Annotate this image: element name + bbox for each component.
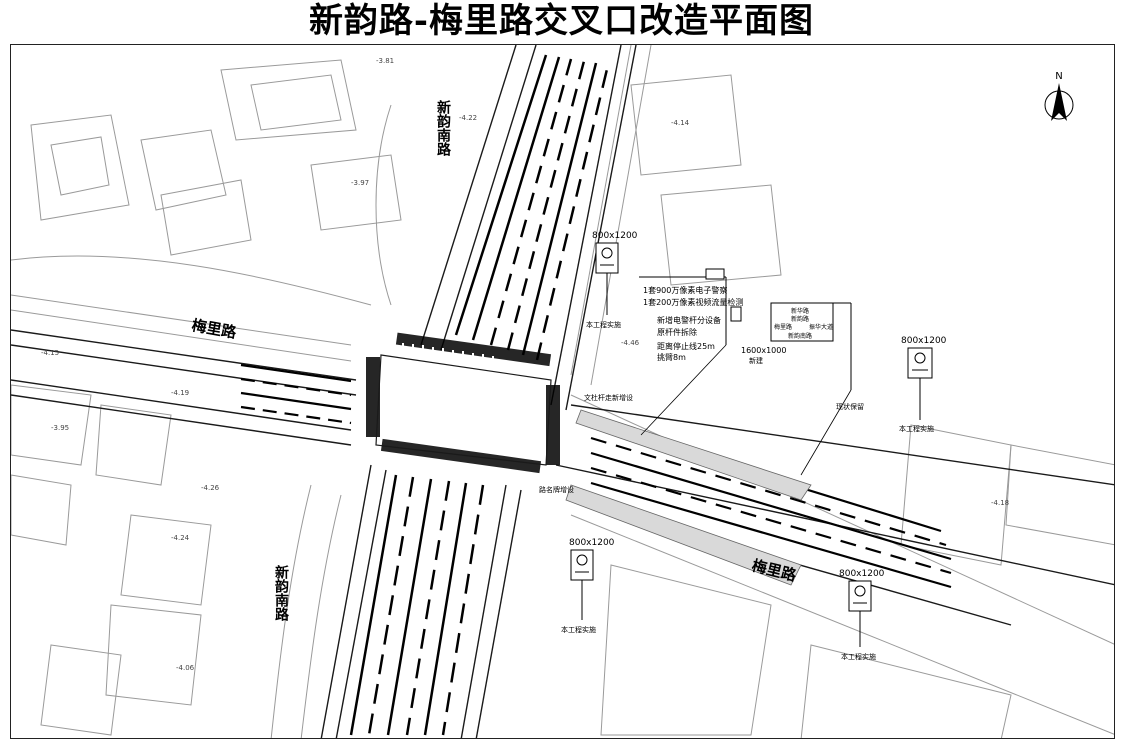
sign-size-label: 800x1200: [901, 336, 947, 346]
traffic-sign-3: 800x1200 本工程实施: [561, 538, 615, 634]
sign-size-label: 800x1200: [839, 569, 885, 579]
meili-road-west-edges: [11, 329, 357, 446]
elevation-label: -4.26: [201, 484, 220, 492]
south-lane-lines: [349, 474, 485, 736]
elevation-label: -4.46: [621, 339, 640, 347]
equipment-line-3: 新增电警杆分设备: [657, 315, 721, 325]
road-name-sign-note: 路名牌增设: [539, 485, 574, 494]
building-outlines: [11, 59, 1114, 738]
crosswalks: [366, 332, 560, 474]
crosswalk-stripes: [402, 343, 494, 370]
road-label-xinyun-south: 新韵南路: [273, 564, 289, 621]
xinyun-road-south-edges: [320, 464, 522, 738]
elevation-label: -4.18: [991, 499, 1009, 507]
bicycle-icon: [914, 352, 926, 364]
traffic-sign-4: 800x1200 本工程实施: [839, 569, 885, 661]
elevation-label: -4.22: [459, 114, 477, 122]
bicycle-icon: [601, 247, 613, 259]
guide-sign-east: 振华大道: [809, 323, 833, 331]
equipment-callout: 1套900万像素电子警察 1套200万像素视频流量检测 新增电警杆分设备 原杆件…: [639, 268, 743, 436]
intersection-plan: N 新韵南路 梅里路 梅里路 新韵南路 800x1200 本工程实施 800x1…: [11, 45, 1114, 738]
sign-size-label: 800x1200: [569, 538, 615, 548]
north-lane-lines: [454, 54, 610, 361]
sign-note: 本工程实施: [586, 320, 621, 329]
equipment-line-2: 1套200万像素视频流量检测: [643, 297, 743, 307]
west-lane-lines: [240, 363, 352, 425]
elevation-label: -4.14: [671, 119, 690, 127]
elevation-label: -4.06: [176, 664, 195, 672]
equipment-line-5: 距离停止线25m: [657, 341, 715, 351]
traffic-sign-1: 800x1200 本工程实施: [586, 231, 638, 329]
sign-keep-note: 现状保留: [836, 402, 864, 411]
guide-sign-north2: 新韵路: [791, 315, 809, 323]
north-arrow-icon: N: [1044, 71, 1074, 121]
guide-sign-size: 1600x1000: [741, 346, 786, 355]
sign-note: 本工程实施: [899, 424, 934, 433]
sign-note: 本工程实施: [841, 652, 876, 661]
page-title: 新韵路-梅里路交叉口改造平面图: [308, 1, 815, 41]
elevation-label: -4.19: [171, 389, 189, 397]
guide-sign-status: 新建: [749, 356, 763, 365]
equipment-line-4: 原杆件拆除: [657, 327, 697, 337]
elevation-label: -3.97: [351, 179, 369, 187]
equipment-line-1: 1套900万像素电子警察: [643, 285, 727, 295]
elevation-label: -4.15: [41, 349, 59, 357]
equipment-line-6: 挑臂8m: [657, 352, 686, 362]
guide-sign-south: 新韵南路: [788, 332, 812, 340]
plan-drawing-frame: N 新韵南路 梅里路 梅里路 新韵南路 800x1200 本工程实施 800x1…: [10, 44, 1115, 739]
elevation-label: -3.81: [376, 57, 394, 65]
elevation-labels: -3.81 -4.22 -4.14 -3.97 -4.15 -4.19 -3.9…: [41, 57, 1009, 672]
traffic-sign-2: 800x1200 本工程实施: [899, 336, 947, 433]
sign-note: 本工程实施: [561, 625, 596, 634]
road-label-meili-east: 梅里路: [750, 556, 799, 585]
sign-size-label: 800x1200: [592, 231, 638, 241]
bicycle-icon: [576, 554, 588, 566]
elevation-label: -4.24: [171, 534, 190, 542]
median-islands: [565, 409, 812, 586]
elevation-label: -3.95: [51, 424, 69, 432]
xinyun-road-north-edges: [420, 45, 637, 411]
guide-sign: 新华路 新韵路 梅里路 振华大道 新韵南路 1600x1000 新建 现状保留: [741, 302, 864, 476]
intersection-area: [375, 354, 552, 466]
guide-sign-north: 新华路: [791, 307, 809, 315]
road-label-xinyun-north: 新韵南路: [435, 99, 451, 156]
guide-sign-west: 梅里路: [774, 323, 792, 331]
north-label: N: [1055, 71, 1062, 82]
bicycle-icon: [854, 585, 866, 597]
secondary-roads: [11, 45, 1114, 738]
lamp-post-note: 文杜杆走新增设: [584, 393, 633, 402]
